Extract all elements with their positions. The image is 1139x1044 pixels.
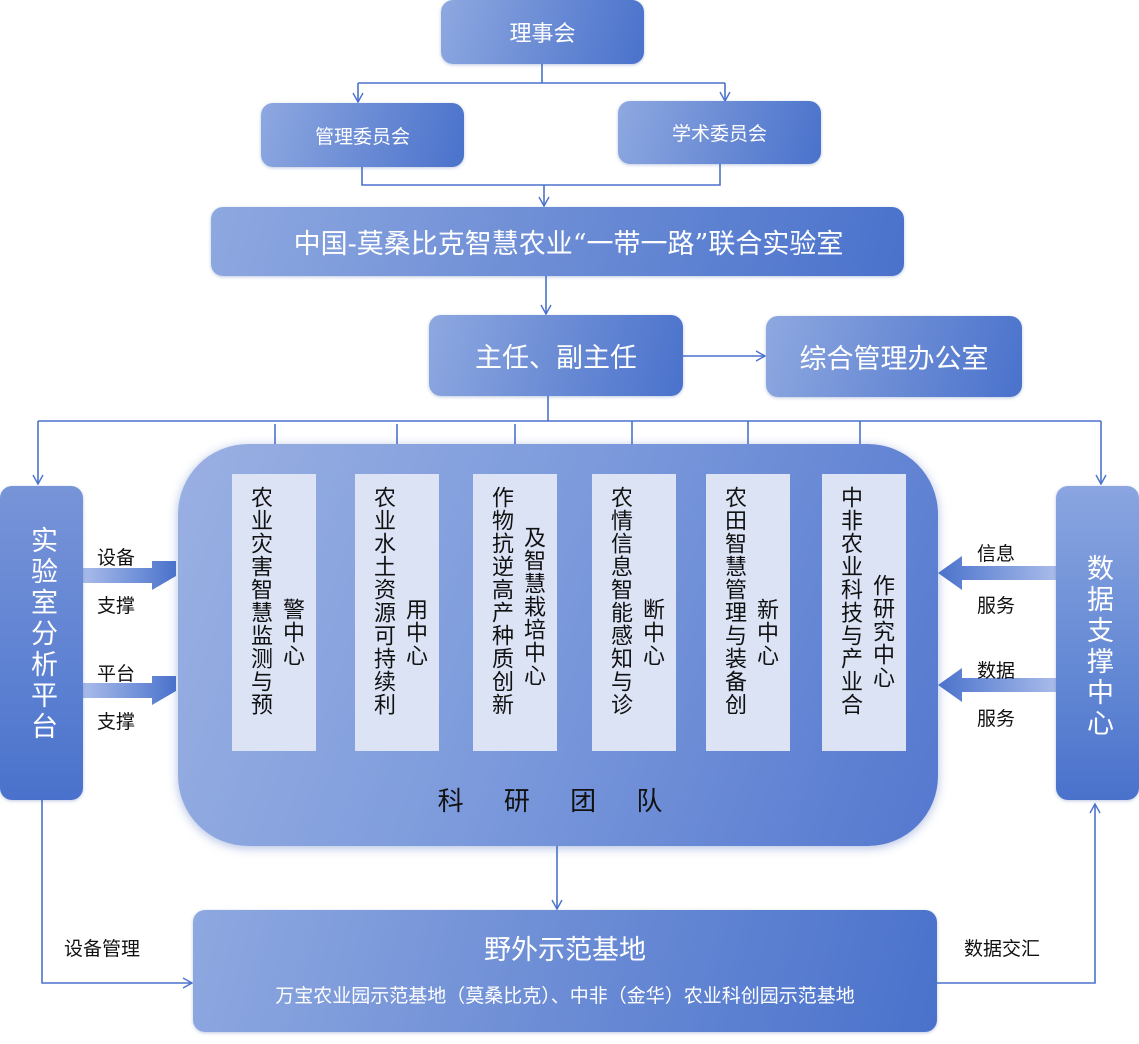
research-center-6: 中非农业科技与产业合 作研究中心 [822, 474, 906, 751]
director-node: 主任、副主任 [429, 315, 683, 396]
platform-support-top: 平台 [97, 663, 136, 685]
research-teams-label: 科 研 团 队 [437, 787, 679, 817]
management-committee-node: 管理委员会 [261, 103, 464, 167]
data-service-top: 数据 [977, 660, 1016, 682]
lab-analysis-platform-label: 实验室分析平台 [26, 526, 57, 743]
data-support-center-node: 数据支撑中心 [1056, 486, 1139, 800]
fat-arrow-data-service [938, 668, 1056, 702]
data-support-center-label: 数据支撑中心 [1082, 554, 1113, 740]
academic-committee-node: 学术委员会 [618, 101, 821, 164]
research-center-1-line2: 警中心 [279, 598, 304, 667]
director-label: 主任、副主任 [475, 343, 637, 374]
research-center-2-line2: 用中心 [402, 598, 427, 667]
research-center-3: 作物抗逆高产种质创新 及智慧栽培中心 [473, 474, 557, 751]
management-committee-label: 管理委员会 [314, 125, 410, 148]
info-service-bottom: 服务 [977, 595, 1016, 617]
research-center-1-line1: 农业灾害智慧监测与预 [247, 486, 272, 716]
research-center-4: 农情信息智能感知与诊 断中心 [592, 474, 676, 751]
fat-arrow-platform-support [83, 676, 176, 705]
field-demo-base-node: 野外示范基地 万宝农业园示范基地（莫桑比克）、中非（金华）农业科创园示范基地 [193, 910, 937, 1032]
research-center-5-line2: 新中心 [753, 598, 778, 667]
joint-lab-label: 中国-莫桑比克智慧农业“一带一路”联合实验室 [293, 229, 844, 260]
research-center-2-line1: 农业水土资源可持续利 [370, 486, 395, 716]
academic-committee-label: 学术委员会 [671, 123, 767, 145]
joint-lab-node: 中国-莫桑比克智慧农业“一带一路”联合实验室 [211, 207, 904, 276]
fat-arrow-equipment-support [83, 561, 176, 590]
field-demo-base-title: 野外示范基地 [484, 935, 646, 966]
arrow-equipment-management [41, 800, 194, 989]
research-center-3-line1: 作物抗逆高产种质创新 [488, 486, 513, 716]
equipment-support-top: 设备 [97, 547, 136, 569]
general-office-node: 综合管理办公室 [766, 316, 1022, 397]
equipment-support-bottom: 支撑 [97, 595, 136, 617]
board-node: 理事会 [441, 0, 644, 64]
arrow-data-convergence [937, 802, 1101, 984]
research-center-1: 农业灾害智慧监测与预 警中心 [232, 474, 316, 751]
research-center-5: 农田智慧管理与装备创 新中心 [706, 474, 790, 751]
general-office-label: 综合管理办公室 [799, 344, 989, 375]
platform-support-bottom: 支撑 [97, 711, 136, 733]
line-committees-join [361, 164, 721, 186]
research-center-2: 农业水土资源可持续利 用中心 [355, 474, 439, 751]
research-center-4-line1: 农情信息智能感知与诊 [607, 486, 632, 716]
field-demo-base-subtitle: 万宝农业园示范基地（莫桑比克）、中非（金华）农业科创园示范基地 [275, 985, 855, 1007]
board-label: 理事会 [509, 22, 576, 47]
research-center-4-line2: 断中心 [639, 598, 664, 667]
data-service-bottom: 服务 [977, 708, 1016, 730]
research-center-6-line2: 作研究中心 [869, 574, 894, 689]
equipment-management-label: 设备管理 [64, 938, 141, 960]
research-center-6-line1: 中非农业科技与产业合 [837, 486, 862, 716]
info-service-top: 信息 [977, 543, 1016, 565]
data-convergence-label: 数据交汇 [964, 938, 1041, 960]
lab-analysis-platform-node: 实验室分析平台 [0, 486, 83, 800]
research-center-5-line1: 农田智慧管理与装备创 [721, 486, 746, 716]
fat-arrow-info-service [938, 556, 1056, 590]
research-center-3-line2: 及智慧栽培中心 [520, 526, 545, 687]
